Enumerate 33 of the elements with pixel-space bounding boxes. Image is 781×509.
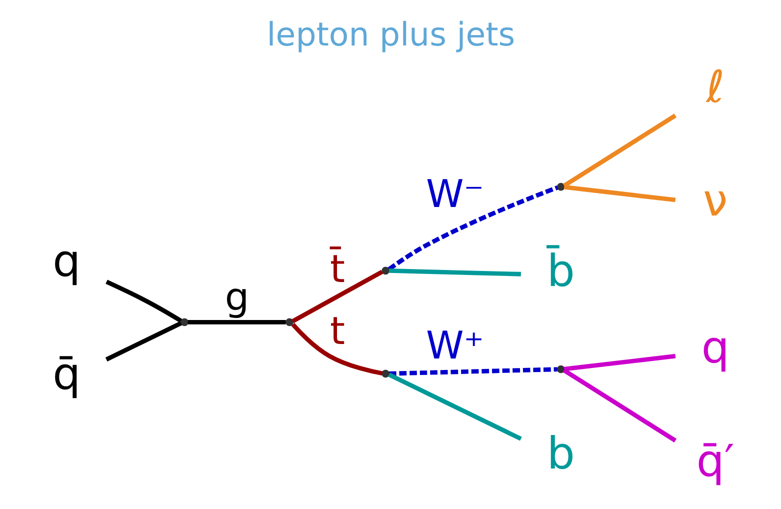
connector [388, 367, 557, 376]
connector [105, 280, 182, 323]
connector [563, 354, 676, 372]
node-text: b̄ [546, 246, 574, 298]
connector [387, 185, 558, 271]
edge-label: g [224, 275, 249, 320]
node-point [285, 318, 293, 326]
node-text: ℓ [706, 62, 724, 114]
node-text: q̄′ [696, 436, 734, 487]
edge-label: W⁺ [425, 324, 484, 369]
connector [563, 184, 676, 202]
node-text: q [52, 236, 80, 287]
node-text: q [700, 322, 729, 374]
connector [562, 368, 676, 442]
connector [291, 270, 383, 324]
connector [388, 372, 522, 441]
connector [187, 320, 286, 324]
connector [388, 268, 520, 276]
node-text: ν [702, 176, 728, 227]
connector [562, 114, 676, 188]
node-point [556, 182, 564, 191]
connector [104, 321, 182, 362]
node-point [180, 318, 188, 326]
node-point [381, 266, 389, 275]
node-point [556, 365, 564, 374]
node-text: b [546, 428, 574, 480]
edge-label: W⁻ [425, 172, 484, 218]
edge-label: t [330, 308, 345, 354]
edge-label: t̄ [330, 247, 345, 292]
connector [290, 322, 382, 376]
diagram-title: lepton plus jets [266, 16, 515, 54]
node-text: q̄ [52, 349, 80, 400]
node-point [381, 370, 389, 378]
